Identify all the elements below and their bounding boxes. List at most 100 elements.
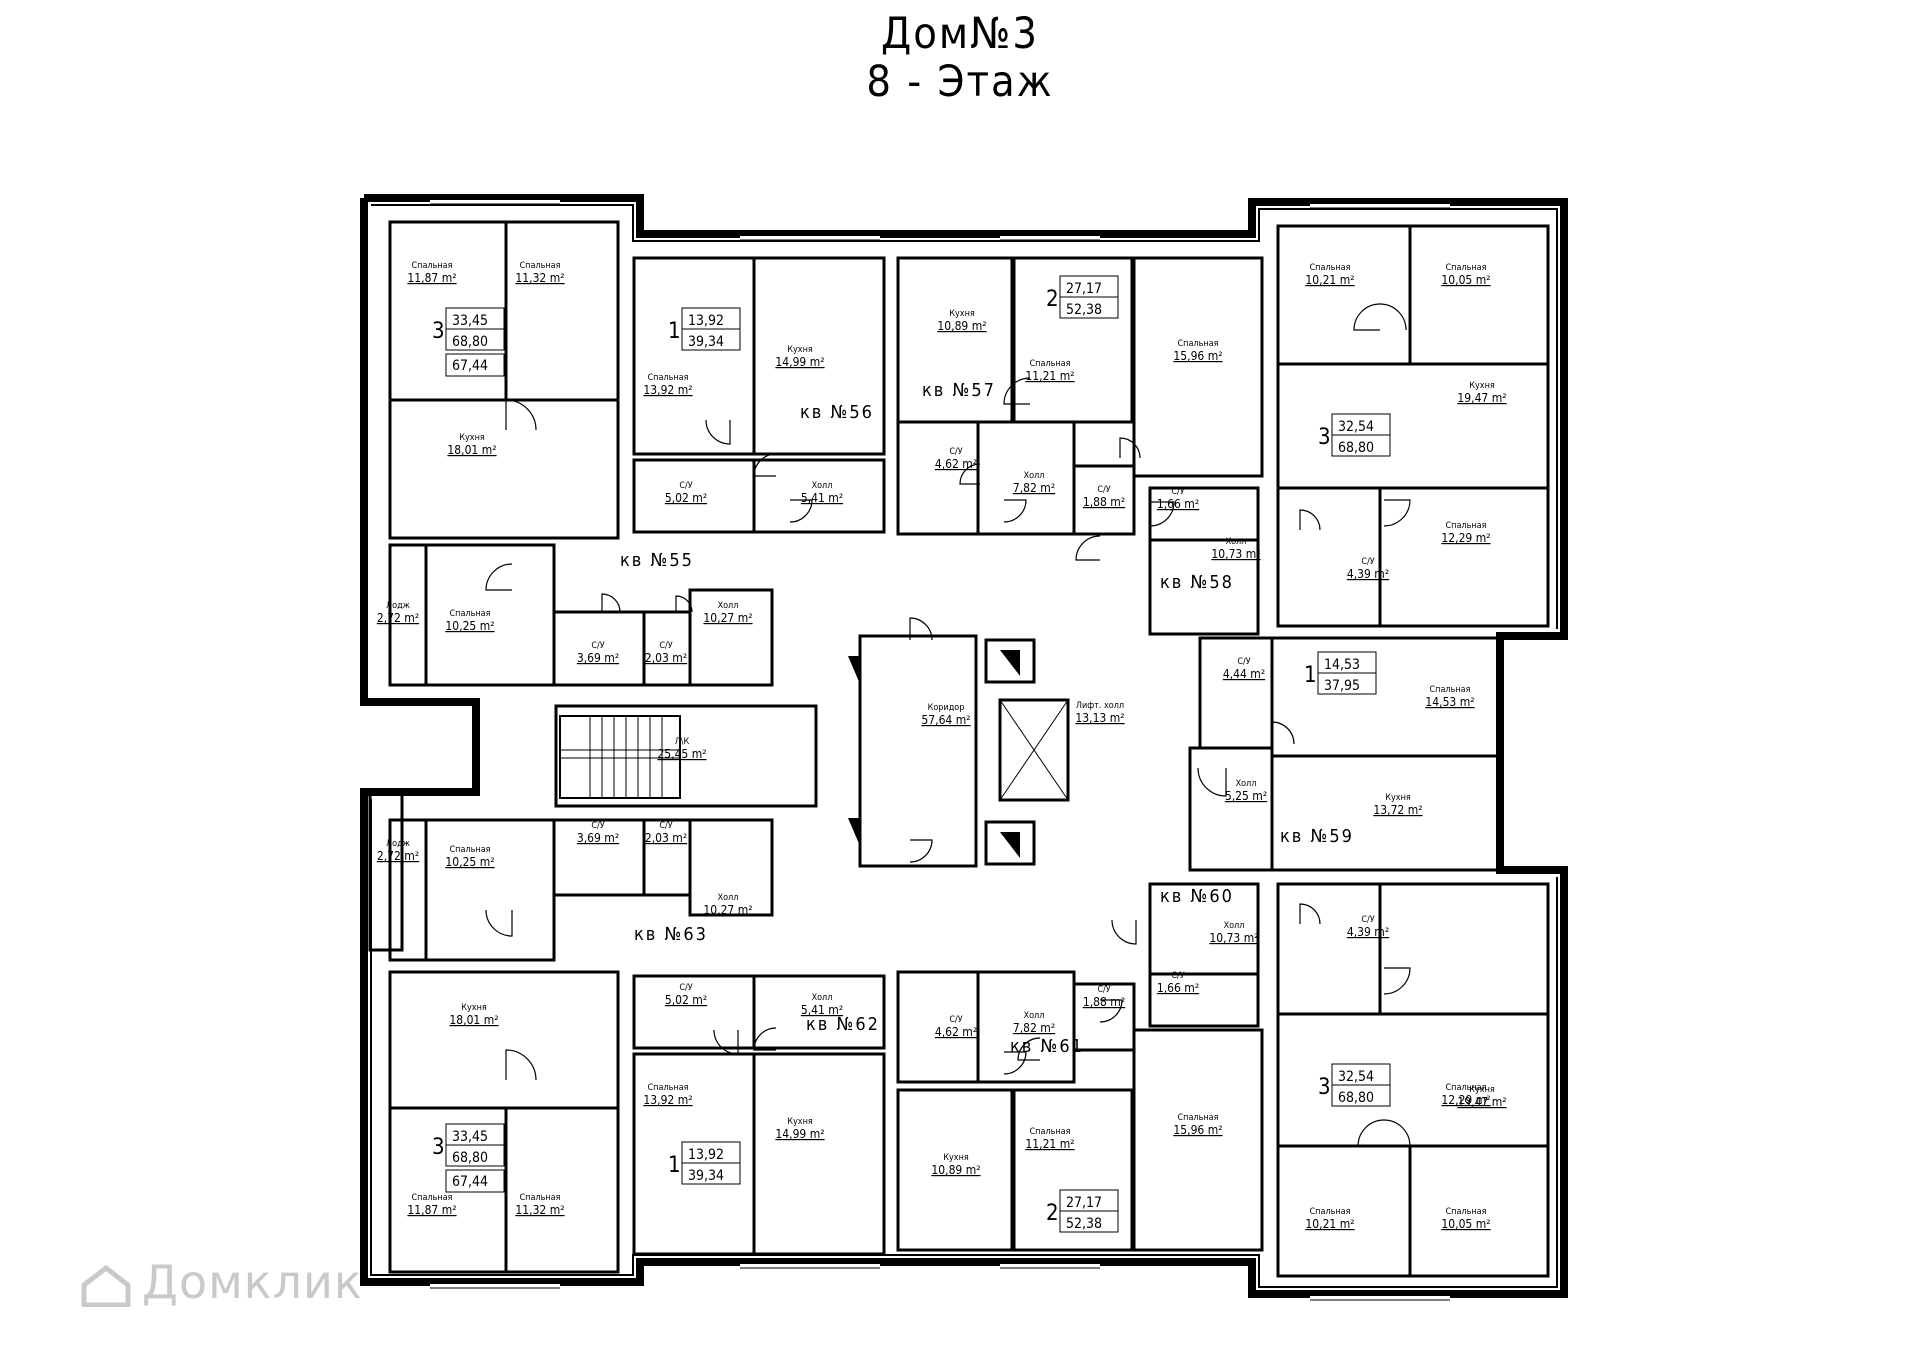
door-swing bbox=[789, 499, 813, 523]
room-area: 5,41 m² bbox=[801, 1003, 843, 1017]
room-outline bbox=[424, 818, 556, 962]
door-swing bbox=[1271, 721, 1295, 745]
room-area: 4,39 m² bbox=[1347, 567, 1389, 581]
room-outline bbox=[388, 220, 508, 402]
room-area: 18,01 m² bbox=[447, 443, 496, 457]
room-outline bbox=[752, 256, 886, 456]
living-area: 13,92 bbox=[688, 313, 724, 329]
room-area: 2,03 m² bbox=[645, 831, 687, 845]
room-name: Спальная bbox=[1446, 521, 1487, 531]
room-outline bbox=[1378, 882, 1550, 1016]
walls bbox=[360, 194, 1568, 1301]
room-name: Лодж bbox=[386, 839, 411, 849]
room-area: 5,02 m² bbox=[665, 993, 707, 1007]
door-swing bbox=[1299, 509, 1321, 531]
room-name: Спальная bbox=[1446, 263, 1487, 273]
room-name: Спальная bbox=[412, 1193, 453, 1203]
total-area-2: 67,44 bbox=[452, 358, 488, 374]
room-name: Спальная bbox=[1178, 1113, 1219, 1123]
room-outline bbox=[752, 974, 886, 1050]
room-name: С/У bbox=[679, 983, 692, 993]
room-outline bbox=[752, 458, 886, 534]
door-swing bbox=[601, 593, 621, 613]
room-count: 3 bbox=[1318, 1075, 1331, 1100]
total-area: 37,95 bbox=[1324, 678, 1360, 694]
room-outline bbox=[1132, 256, 1264, 478]
room-outline bbox=[368, 788, 404, 952]
door-swing bbox=[1119, 437, 1141, 459]
room-name: Спальная bbox=[450, 609, 491, 619]
shaft-mark bbox=[848, 818, 860, 846]
living-area: 27,17 bbox=[1066, 281, 1102, 297]
room-name: С/У bbox=[591, 641, 604, 651]
room-outline bbox=[1148, 486, 1260, 542]
room-name: С/У bbox=[1097, 485, 1110, 495]
room-area: 12,29 m² bbox=[1441, 531, 1490, 545]
room-area: 2,72 m² bbox=[377, 611, 419, 625]
door-swing bbox=[675, 595, 693, 613]
room-name: Л\К bbox=[675, 737, 690, 747]
door-swing bbox=[1197, 767, 1227, 797]
room-area: 10,27 m² bbox=[703, 903, 752, 917]
exterior-wall-inner bbox=[371, 204, 1558, 629]
room-area: 14,53 m² bbox=[1425, 695, 1474, 709]
living-area: 14,53 bbox=[1324, 657, 1360, 673]
lift-wall bbox=[984, 820, 1036, 866]
room-name: Кухня bbox=[787, 1117, 813, 1127]
door-swing bbox=[1299, 903, 1321, 925]
room-outline bbox=[688, 818, 774, 917]
room-name: Спальная bbox=[1310, 263, 1351, 273]
room-area: 10,73 m² bbox=[1209, 931, 1258, 945]
living-area: 33,45 bbox=[452, 313, 488, 329]
room-outline bbox=[388, 970, 620, 1110]
room-outline bbox=[896, 420, 980, 536]
room-name: С/У bbox=[1097, 985, 1110, 995]
room-name: Холл bbox=[1224, 921, 1245, 931]
room-outline bbox=[896, 1088, 1014, 1252]
room-area: 3,69 m² bbox=[577, 831, 619, 845]
house-icon bbox=[81, 1265, 131, 1307]
room-area: 4,62 m² bbox=[935, 1025, 977, 1039]
room-name: Кухня bbox=[461, 1003, 487, 1013]
room-count: 3 bbox=[432, 1135, 445, 1160]
watermark-text: Домклик bbox=[142, 1255, 363, 1309]
room-name: С/У bbox=[1171, 487, 1184, 497]
room-count: 2 bbox=[1046, 287, 1059, 312]
room-name: Лифт. холл bbox=[1076, 701, 1124, 711]
stair-landing bbox=[559, 749, 681, 759]
room-outline bbox=[858, 634, 978, 868]
room-area: 11,21 m² bbox=[1025, 369, 1074, 383]
door-swing bbox=[1383, 967, 1411, 995]
room-name: Спальная bbox=[1430, 685, 1471, 695]
room-area: 1,88 m² bbox=[1083, 995, 1125, 1009]
door-swing bbox=[959, 463, 981, 485]
page-title: Дом№3 8 - Этаж bbox=[0, 10, 1920, 106]
total-area: 52,38 bbox=[1066, 1216, 1102, 1232]
shaft-mark bbox=[1000, 650, 1020, 676]
door-swing bbox=[1075, 535, 1101, 561]
room-area: 4,62 m² bbox=[935, 457, 977, 471]
door-swing bbox=[1017, 1037, 1041, 1061]
room-area: 15,96 m² bbox=[1173, 1123, 1222, 1137]
room-outline bbox=[1132, 1028, 1264, 1252]
exterior-wall bbox=[360, 194, 1568, 1298]
total-area: 39,34 bbox=[688, 334, 724, 350]
room-outline bbox=[752, 1052, 886, 1256]
room-outline bbox=[388, 398, 620, 540]
room-count: 3 bbox=[1318, 425, 1331, 450]
room-outline bbox=[632, 974, 756, 1050]
room-area: 10,25 m² bbox=[445, 855, 494, 869]
room-area: 57,64 m² bbox=[921, 713, 970, 727]
door-swing bbox=[1353, 303, 1407, 331]
room-area: 11,87 m² bbox=[407, 271, 456, 285]
door-swing bbox=[753, 453, 777, 477]
room-area: 5,02 m² bbox=[665, 491, 707, 505]
total-area-2: 67,44 bbox=[452, 1174, 488, 1190]
room-name: Коридор bbox=[928, 703, 965, 713]
door-swing bbox=[713, 1029, 739, 1055]
room-area: 1,66 m² bbox=[1157, 497, 1199, 511]
room-area: 10,05 m² bbox=[1441, 273, 1490, 287]
room-area: 2,03 m² bbox=[645, 651, 687, 665]
